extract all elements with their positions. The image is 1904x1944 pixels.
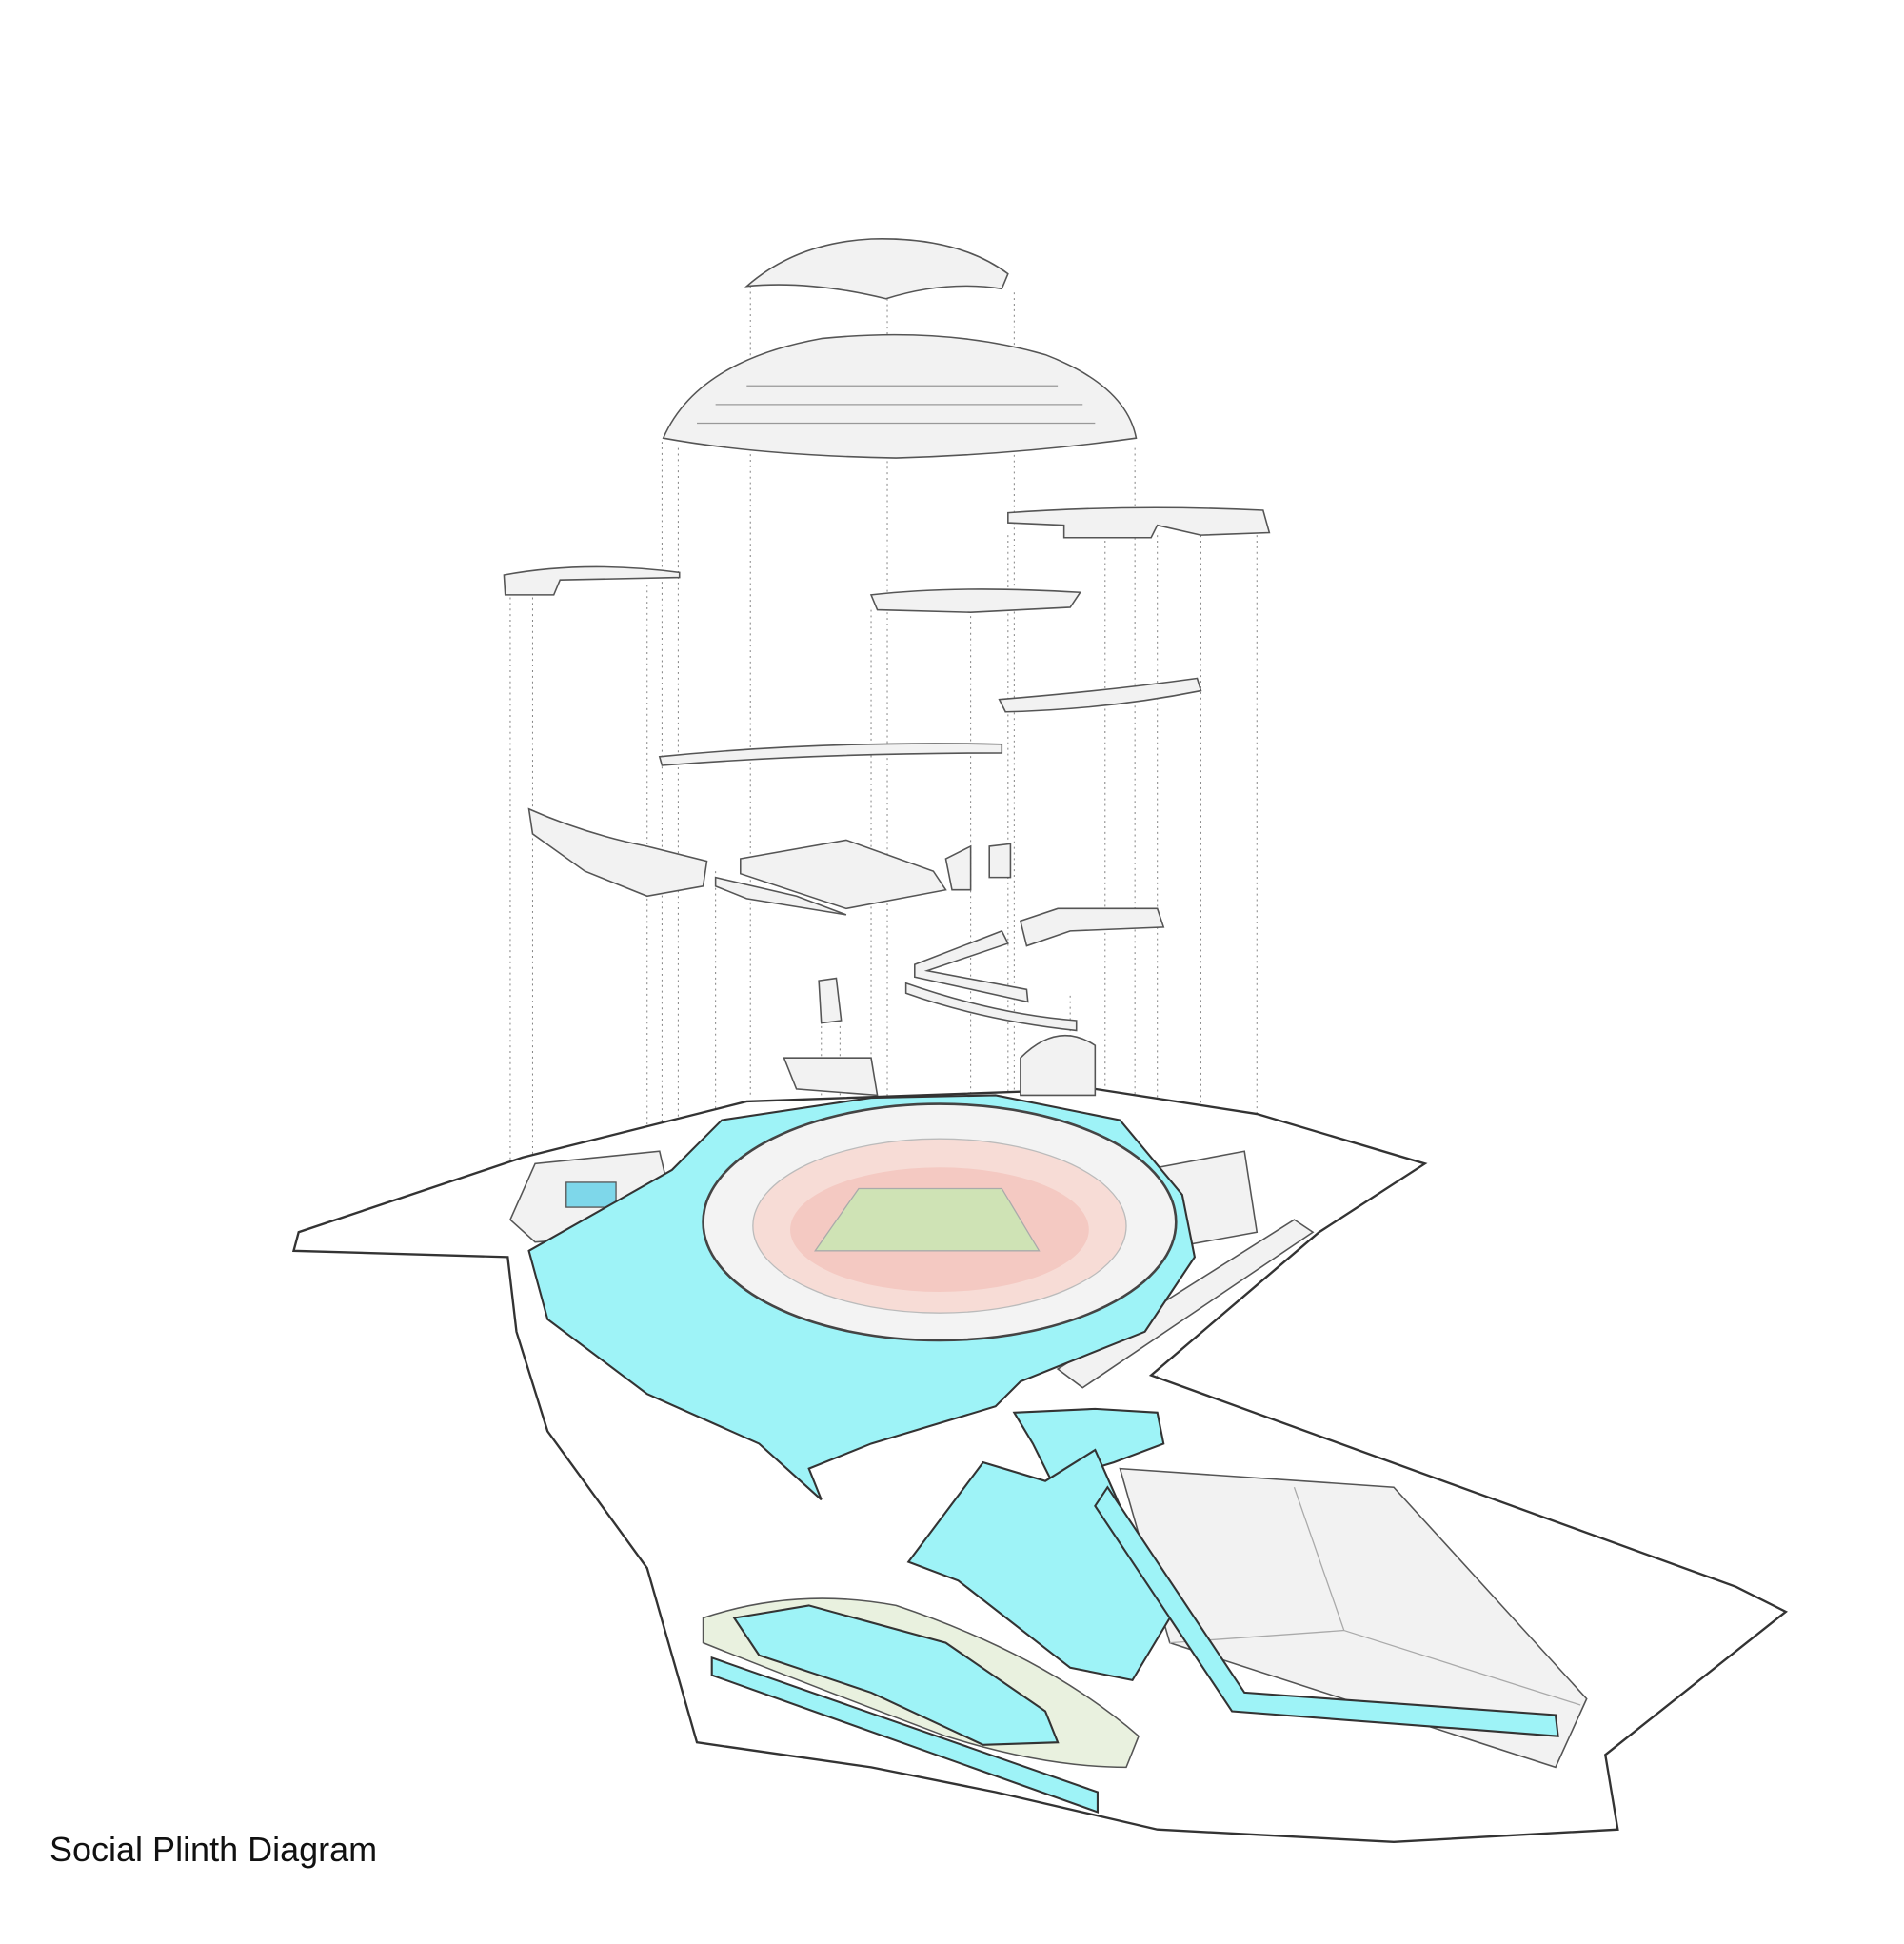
- stadium-bowl: [702, 1102, 1178, 1342]
- roof-dome: [662, 333, 1138, 459]
- upper-tier-pieces: [503, 506, 1271, 1097]
- roof-cap: [744, 238, 1009, 300]
- park-lens: [702, 1597, 1140, 1814]
- diagram-caption: Social Plinth Diagram: [50, 1830, 378, 1869]
- social-plinth-connectors: [906, 1407, 1559, 1737]
